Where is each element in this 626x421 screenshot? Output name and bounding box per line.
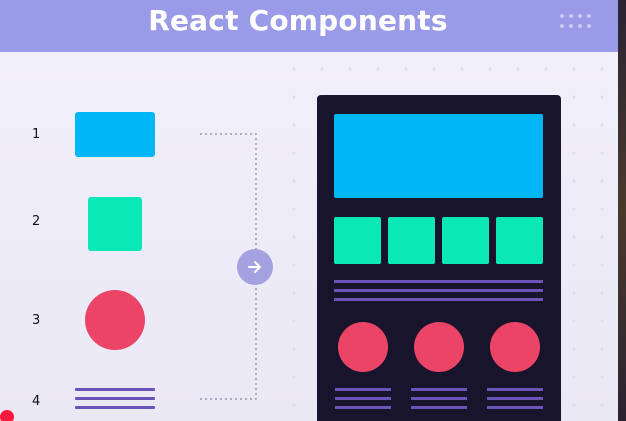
page-text-lines: [334, 280, 543, 307]
record-indicator-icon: [0, 410, 14, 421]
row-number-1: 1: [32, 127, 41, 142]
page-circle: [490, 322, 540, 372]
row-number-2: 2: [32, 214, 41, 229]
row-number-3: 3: [32, 313, 41, 328]
arrow-right-icon: [237, 249, 273, 285]
slide-title: React Components: [148, 4, 448, 37]
page-card-row: [334, 217, 544, 264]
component-square: [88, 197, 142, 251]
page-card: [334, 217, 381, 264]
page-card: [388, 217, 435, 264]
component-circle: [85, 290, 145, 350]
page-column-lines: [411, 388, 467, 415]
connector-bracket: [200, 133, 257, 400]
webcam-edge: [618, 0, 626, 421]
row-number-4: 4: [32, 394, 41, 409]
component-rectangle: [75, 112, 155, 157]
slide-header: React Components: [0, 0, 618, 52]
page-card: [496, 217, 543, 264]
page-card: [442, 217, 489, 264]
page-column-lines: [487, 388, 543, 415]
page-circle: [338, 322, 388, 372]
grid-dots-icon: [560, 14, 592, 30]
page-mockup: [317, 95, 561, 421]
page-circle: [414, 322, 464, 372]
page-hero-block: [334, 114, 543, 198]
component-text-lines: [75, 388, 155, 415]
page-column-lines: [335, 388, 391, 415]
